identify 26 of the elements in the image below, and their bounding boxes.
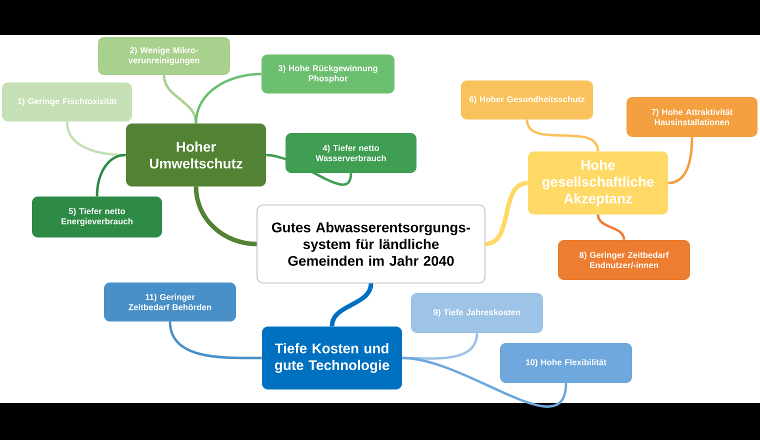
branch-box: Hoher Umweltschutz: [126, 123, 266, 186]
goal-box: 6) Hoher Gesundheitsschutz: [461, 80, 593, 120]
goal-box: 4) Tiefer netto Wasserverbrauch: [286, 132, 416, 173]
goal-box: 1) Geringe Fischtoxizität: [2, 82, 132, 122]
connector: [194, 186, 257, 246]
connector: [168, 322, 262, 360]
goal-box: 3) Hohe Rückgewinnung Phosphor: [262, 54, 394, 94]
connector: [66, 122, 126, 156]
connector: [668, 137, 694, 184]
goal-box: 2) Wenige Mikro- verunreinigungen: [98, 37, 230, 75]
goal-box: 9) Tiefe Jahreskosten: [411, 292, 543, 333]
connector: [194, 72, 262, 124]
connector: [162, 75, 198, 124]
goal-box: 8) Geringer Zeitbedarf Endnutzer/-innen: [558, 240, 690, 280]
connector: [266, 154, 352, 186]
connector: [96, 154, 126, 196]
branch-box: Tiefe Kosten und gute Technologie: [262, 326, 402, 390]
connector: [402, 356, 568, 408]
connector: [402, 333, 478, 360]
connector: [596, 214, 626, 240]
topic-box: Gutes Abwasserentsorgungs- system für ländliche Gemeinden im Jahr 2040: [256, 204, 486, 284]
goal-box: 5) Tiefer netto Energieverbrauch: [32, 196, 162, 238]
goal-box: 11) Geringer Zeitbedarf Behörden: [104, 282, 236, 322]
goal-box: 7) Hohe Attraktivität Hausinstallationen: [626, 96, 758, 137]
goal-box: 10) Hohe Flexibilität: [500, 342, 632, 383]
branch-box: Hohe gesellschaftliche Akzeptanz: [528, 151, 668, 214]
